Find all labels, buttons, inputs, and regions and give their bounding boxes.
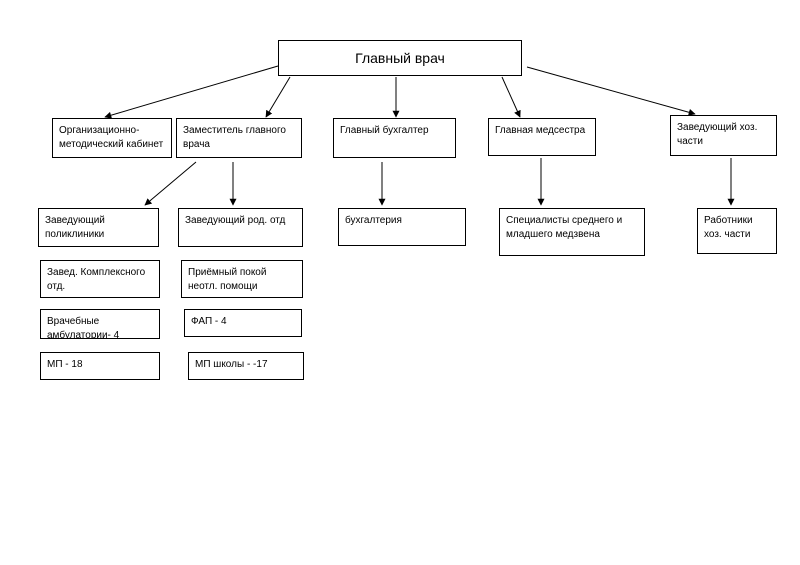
node-deputy-chief: Заместитель главного врача	[176, 118, 302, 158]
node-household-workers: Работники хоз. части	[697, 208, 777, 254]
node-head-polyclinic: Заведующий поликлиники	[38, 208, 159, 247]
node-fap-4: ФАП - 4	[184, 309, 302, 337]
connector-arrow	[501, 76, 521, 118]
node-chief-accountant: Главный бухгалтер	[333, 118, 456, 158]
node-chief-physician: Главный врач	[278, 40, 522, 76]
node-admission-emergency: Приёмный покой неотл. помощи	[181, 260, 303, 298]
node-head-household: Заведующий хоз. части	[670, 115, 777, 156]
node-mid-junior-staff: Специалисты среднего и младшего медзвена	[499, 208, 645, 256]
node-org-method-cabinet: Организационно-методический кабинет	[52, 118, 172, 158]
node-mp-18: МП - 18	[40, 352, 160, 380]
node-outpatient-clinics: Врачебные амбулатории- 4	[40, 309, 160, 339]
node-accounting: бухгалтерия	[338, 208, 466, 246]
node-head-nurse: Главная медсестра	[488, 118, 596, 156]
connector-arrow	[144, 161, 197, 206]
node-head-maternity: Заведующий род. отд	[178, 208, 303, 247]
node-school-mp: МП школы - -17	[188, 352, 304, 380]
node-complex-dept: Завед. Комплексного отд.	[40, 260, 160, 298]
connector-arrow	[104, 65, 279, 119]
connector-arrow	[265, 76, 291, 118]
connector-arrow	[526, 66, 696, 116]
